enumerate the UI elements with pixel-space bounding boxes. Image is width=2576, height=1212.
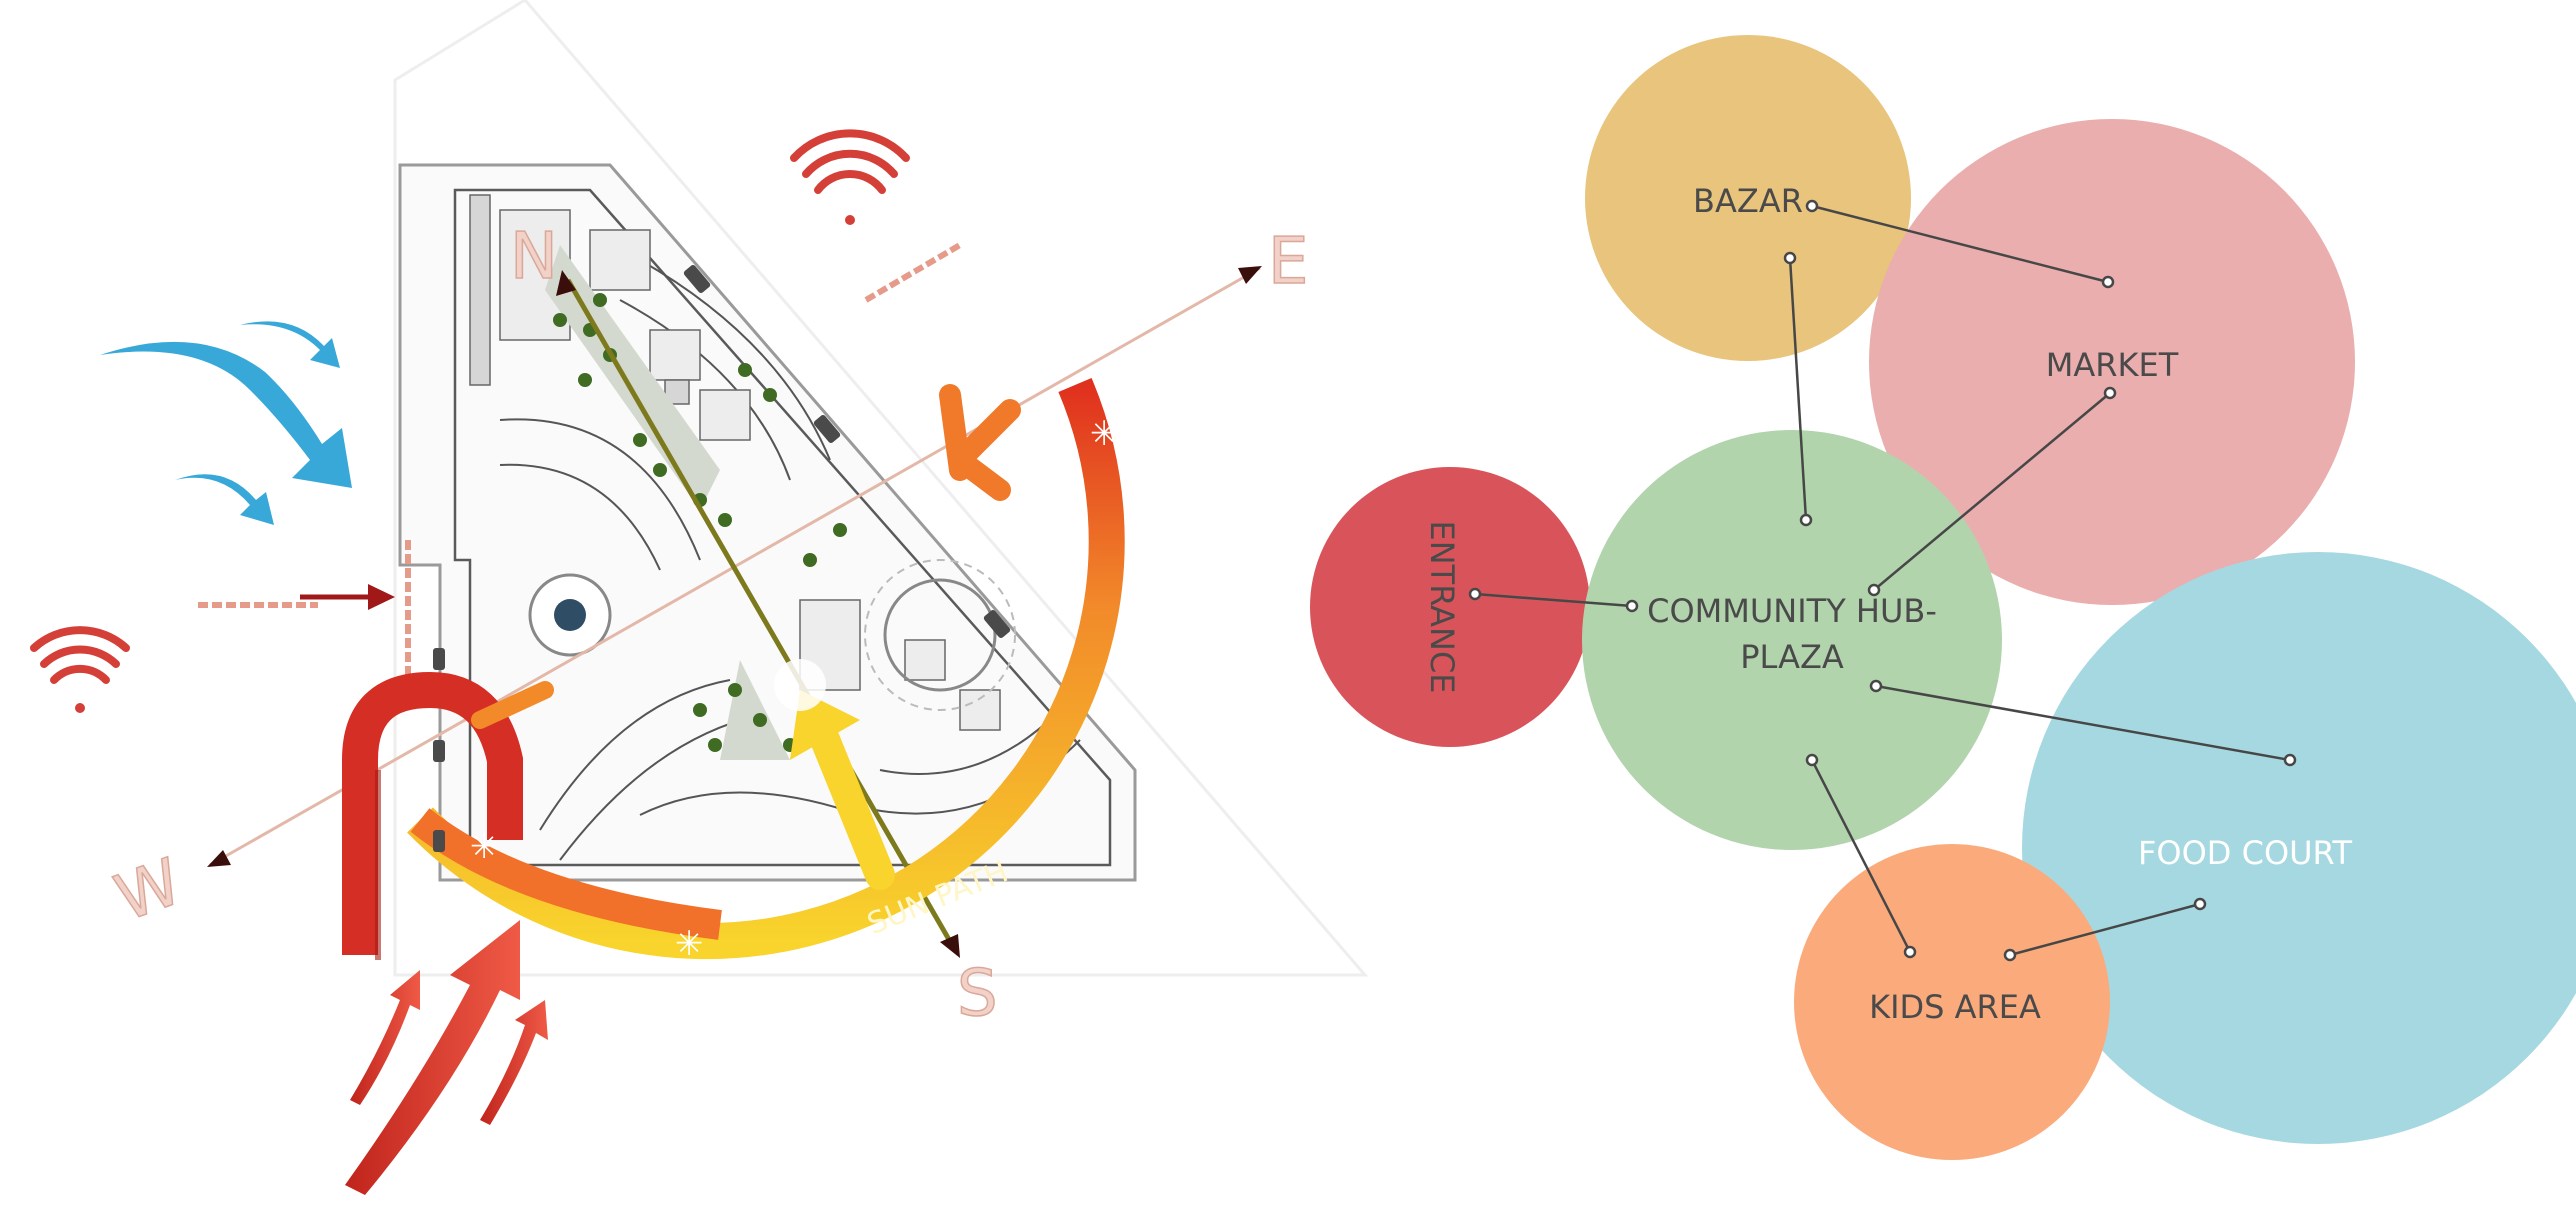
bubble-connectors [1474,204,2291,957]
sun-icon [774,659,826,711]
entry-arrow-icon [368,584,395,610]
west-arrow-icon [207,850,231,867]
noise-icon-left [30,626,130,713]
connector-market-community [1873,392,2111,591]
wind-arrow-icon [100,321,352,525]
compass-south: S [957,957,998,1031]
connector-bazar-community [1788,257,1808,521]
parked-cars [433,265,1011,852]
sun-path-arc [407,377,1125,960]
site-analysis: N E S W [30,0,1369,1195]
sun-marker-west: ✳ [470,827,499,867]
north-south-axis [565,278,958,952]
sun-path-arc-west [410,808,722,940]
site-boundary-outer [393,0,1369,977]
north-arrow-icon [556,270,576,296]
label-kids-area: KIDS AREA [1869,988,2041,1026]
label-community-line1: COMMUNITY HUB- [1647,592,1937,630]
building-blocks [469,194,1001,731]
connector-kids-food [2009,902,2201,957]
label-market: MARKET [2046,346,2179,384]
wind-deflection-arrow [342,671,523,955]
compass-north: N [510,220,558,294]
connector-community-kids [1810,759,1912,953]
street-label-mark [864,242,962,303]
sun-marker-south: ✳ [675,924,704,964]
plaza-circle [883,578,997,692]
bubble-market [1869,119,2355,605]
connector-entrance-community [1474,592,1633,608]
south-arrow-icon [940,934,960,958]
sun-marker-east: ✳ [1090,414,1119,454]
bubble-entrance [1310,467,1590,747]
connector-bazar-market [1811,204,2109,284]
sun-path-arrow [800,700,895,890]
site-inner-boundary [453,188,1112,867]
bubble-food-court [2022,552,2576,1144]
connector-endpoints [1468,199,2297,962]
bubble-bazar [1585,35,1911,361]
bubble-diagram: BAZAR MARKET ENTRANCE COMMUNITY HUB- PLA… [1310,35,2576,1160]
orange-flow-stub [471,681,554,729]
label-community-line2: PLAZA [1740,638,1844,676]
connector-community-food [1875,684,2291,762]
bubble-community-hub [1582,430,2002,850]
fountain-core [554,599,586,631]
label-bazar: BAZAR [1693,182,1803,220]
compass-west: W [106,845,191,936]
label-entrance: ENTRANCE [1423,520,1461,693]
east-arrow-icon [1238,266,1262,284]
bubble-kids-area [1794,844,2110,1160]
label-food-court: FOOD COURT [2138,834,2352,872]
noise-icon [790,129,910,225]
compass-east: E [1268,225,1308,299]
heat-arrow-icon [345,920,548,1195]
